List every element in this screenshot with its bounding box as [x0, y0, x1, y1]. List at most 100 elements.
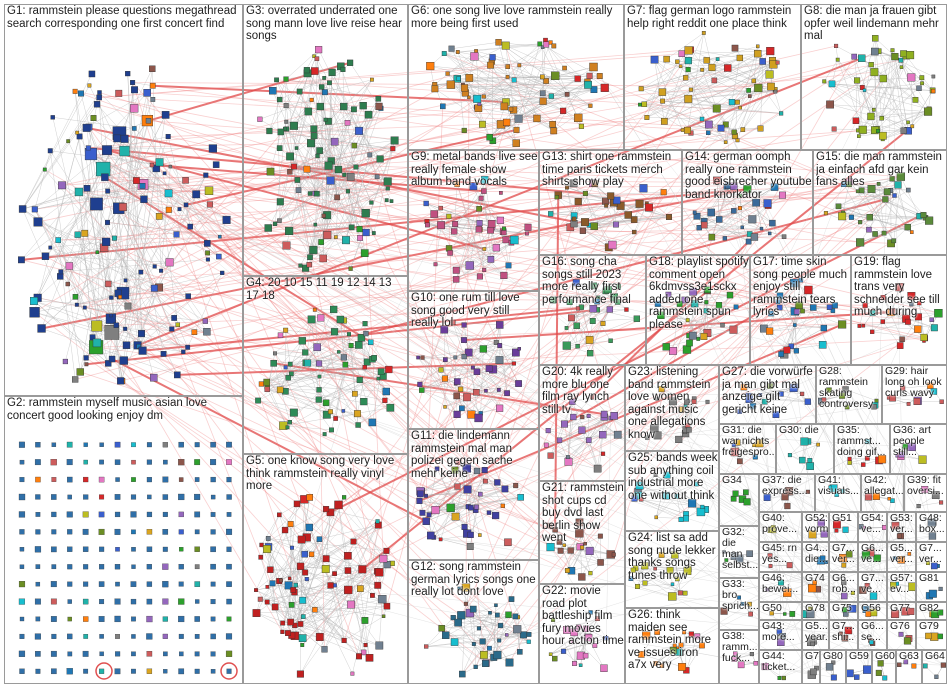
edge	[84, 136, 490, 308]
edge	[328, 79, 373, 122]
group-label: G48: box...	[919, 513, 945, 535]
edge	[725, 124, 929, 564]
edge	[343, 226, 529, 321]
edge	[589, 203, 648, 354]
group-label: G81	[919, 573, 939, 584]
edge	[266, 367, 286, 387]
group-panel-g50: G50	[759, 602, 802, 620]
edge	[138, 265, 509, 347]
edge	[219, 236, 436, 511]
group-label: G41: visuals...	[818, 475, 859, 497]
edge	[331, 160, 357, 168]
edge	[126, 76, 508, 346]
edge	[855, 80, 858, 121]
edge	[289, 230, 821, 561]
group-panel-g14: G14: german oomph really one rammstein g…	[682, 150, 813, 255]
edge	[434, 81, 588, 89]
group-label: G3: overrated underrated one song mann l…	[246, 5, 402, 42]
edge	[513, 44, 547, 81]
edge	[559, 240, 894, 441]
edge	[305, 131, 735, 364]
edge	[108, 283, 138, 346]
edge	[727, 64, 774, 69]
edge	[685, 400, 918, 434]
edge	[99, 49, 691, 98]
group-label: G7... ver...	[919, 543, 942, 565]
edge	[153, 182, 593, 379]
edge	[274, 352, 306, 354]
edge	[824, 81, 882, 119]
edge	[831, 83, 930, 110]
edge	[34, 136, 80, 313]
group-panel-g26: G26: think maiden see rammstein more ve …	[625, 608, 719, 684]
group-panel-g73: G7... ve...	[858, 572, 887, 602]
edge	[690, 49, 763, 62]
group-label: G6... se...	[861, 621, 884, 643]
edge	[305, 331, 335, 353]
edge	[314, 609, 345, 641]
group-panel-g49: G4... die...	[802, 542, 829, 572]
group-label: G51	[832, 513, 852, 524]
edge	[326, 558, 388, 607]
group-label: G43: more...	[762, 621, 795, 643]
edge	[505, 45, 619, 435]
edge	[326, 508, 378, 522]
edge	[734, 535, 933, 557]
edge	[256, 605, 387, 614]
group-panel-g12: G12: song rammstein german lyrics songs …	[408, 560, 539, 684]
group-label: G54: ve...	[861, 513, 884, 535]
edge	[293, 166, 351, 178]
edge	[482, 110, 564, 125]
edge	[435, 50, 771, 511]
edge	[344, 174, 375, 234]
edge	[716, 180, 878, 559]
edge	[118, 208, 124, 294]
edge	[347, 555, 370, 658]
group-panel-g63: G63	[896, 650, 922, 684]
edge	[853, 56, 864, 130]
edge	[34, 287, 160, 313]
edge	[492, 78, 578, 141]
group-label: G17: time skin song people much enjoy st…	[753, 256, 847, 318]
edge	[261, 333, 350, 385]
group-panel-g75: G75	[829, 602, 858, 620]
edge	[862, 87, 876, 131]
edge	[717, 58, 772, 87]
edge	[258, 400, 331, 413]
edge	[127, 73, 143, 351]
group-label: G38: ramm... fuck...	[722, 631, 758, 664]
edge	[280, 547, 293, 581]
edge	[685, 433, 735, 557]
edge	[348, 589, 366, 621]
edge	[894, 489, 925, 559]
edge	[117, 292, 529, 643]
edge	[300, 566, 326, 570]
edge	[343, 497, 384, 559]
group-panel-g2: G2: rammstein myself music asian love co…	[4, 396, 243, 684]
edge	[791, 346, 910, 639]
edge	[311, 554, 349, 571]
edge	[259, 119, 281, 133]
edge	[120, 262, 170, 381]
edge	[301, 183, 728, 646]
edge	[550, 546, 607, 639]
edge	[892, 50, 906, 612]
group-label: G40: prove...	[762, 513, 798, 535]
group-panel-g79: G79	[916, 620, 947, 650]
edge	[143, 199, 187, 206]
edge	[275, 568, 326, 608]
edge	[309, 108, 382, 194]
group-label: G36: art people still...	[893, 425, 931, 458]
edge	[326, 215, 365, 254]
edge	[255, 578, 307, 591]
edge	[584, 310, 803, 545]
edge	[58, 226, 908, 241]
edge	[289, 364, 346, 423]
edge	[120, 228, 762, 382]
edge	[95, 138, 125, 348]
edge	[132, 82, 153, 86]
edge	[142, 350, 561, 552]
edge	[127, 73, 139, 347]
edge	[343, 410, 845, 597]
